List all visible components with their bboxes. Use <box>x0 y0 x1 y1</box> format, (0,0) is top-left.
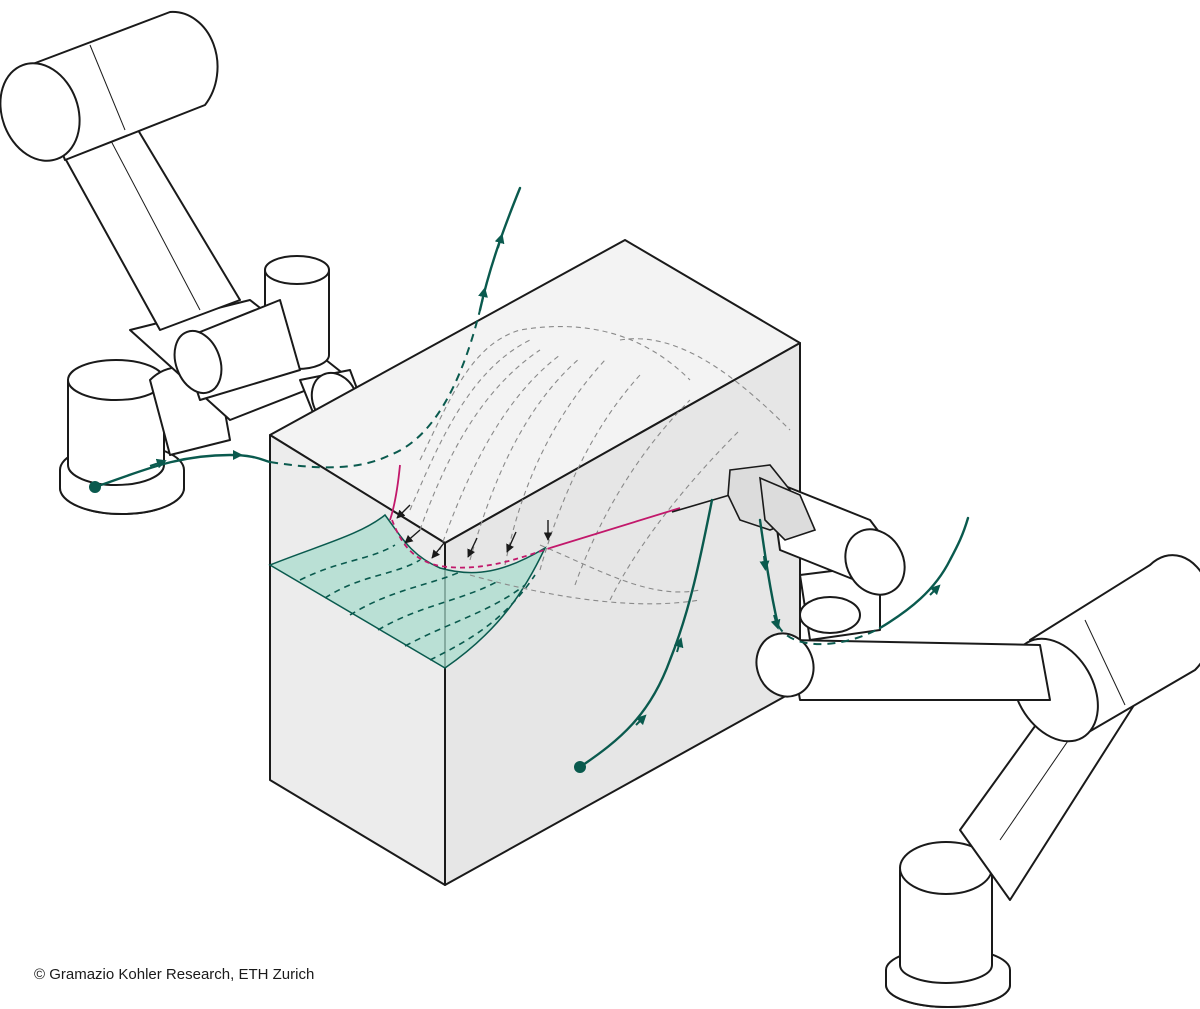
cut-surface <box>268 513 547 669</box>
force-arrows <box>396 504 553 559</box>
ghost-cut-lines <box>409 325 791 605</box>
right-robot-arm <box>727 464 1200 1008</box>
left-tool-path <box>89 186 522 493</box>
right-tool-path <box>574 498 970 773</box>
copyright-caption: © Gramazio Kohler Research, ETH Zurich <box>34 966 315 983</box>
